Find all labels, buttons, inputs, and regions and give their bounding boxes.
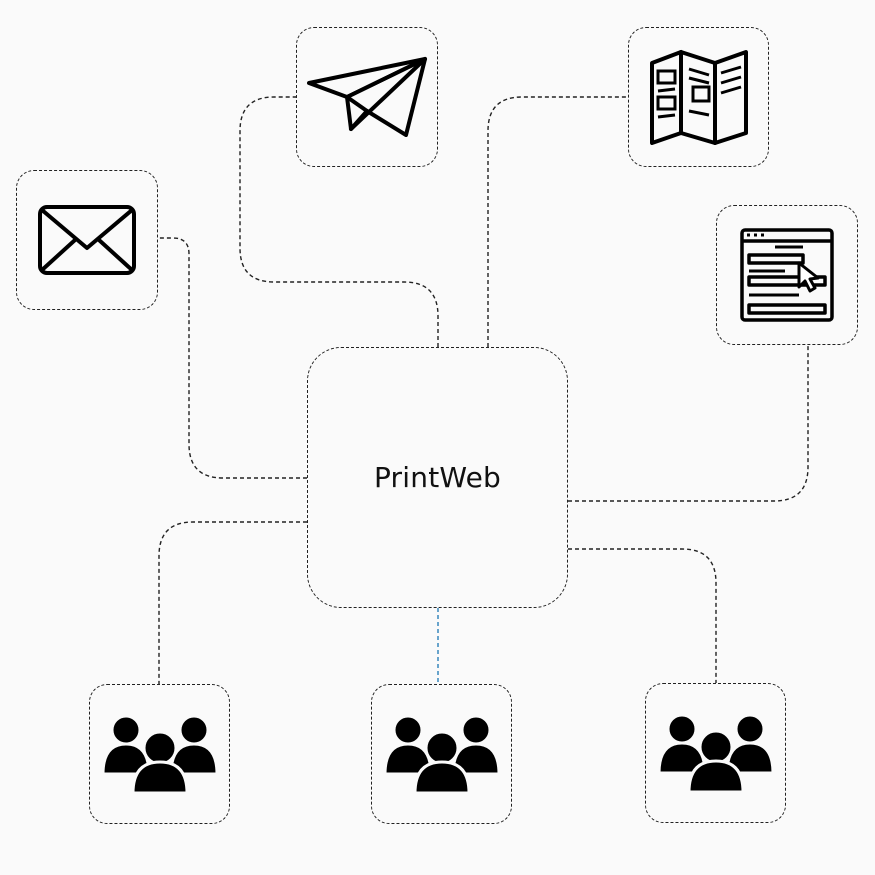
- hub-label: PrintWeb: [373, 461, 502, 494]
- node-send[interactable]: [296, 27, 438, 167]
- paper-plane-icon: [305, 55, 429, 139]
- node-group-left[interactable]: [89, 684, 230, 824]
- trifold-brochure-icon: [649, 49, 749, 145]
- connector-website: [568, 345, 809, 502]
- connector-email: [158, 237, 307, 479]
- envelope-icon: [37, 204, 137, 276]
- people-group-icon: [101, 714, 218, 794]
- connector-group-left: [158, 521, 307, 684]
- node-group-center[interactable]: [371, 684, 512, 824]
- node-group-right[interactable]: [645, 683, 786, 823]
- people-group-icon: [657, 713, 774, 793]
- web-form-cursor-icon: [739, 227, 835, 323]
- node-website[interactable]: [716, 205, 858, 345]
- people-group-icon: [383, 714, 500, 794]
- connector-brochure: [487, 96, 628, 347]
- printweb-hub[interactable]: PrintWeb: [307, 347, 568, 608]
- connector-group-right: [568, 548, 717, 684]
- connector-send: [239, 96, 439, 347]
- node-brochure[interactable]: [628, 27, 769, 167]
- node-email[interactable]: [16, 170, 158, 310]
